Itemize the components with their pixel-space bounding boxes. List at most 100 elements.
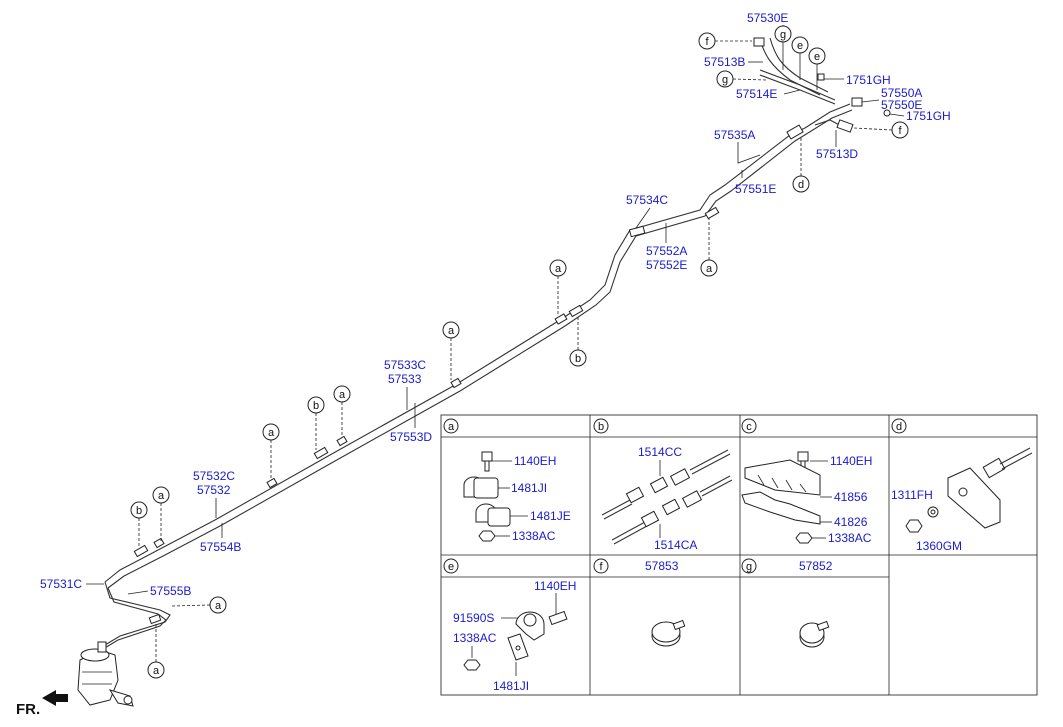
part-label-1751gh-b: 1751GH	[906, 109, 951, 123]
front-direction-indicator: FR.	[16, 690, 68, 718]
part-label-57550a: 57550A	[881, 86, 922, 100]
callout-a-57552: a	[700, 218, 718, 277]
part-label-57555b: 57555B	[150, 584, 191, 598]
panel-d-part-1311fh: 1311FH	[891, 488, 933, 502]
detail-panels: a 1140EH 1481JI 1481JE 1338AC b 1514CC	[440, 414, 1038, 696]
callout-b-lower: b	[130, 501, 148, 548]
svg-text:f: f	[705, 36, 709, 48]
panel-g-parts: 57852	[799, 559, 833, 648]
svg-text:a: a	[706, 263, 713, 275]
svg-text:g: g	[746, 561, 752, 573]
svg-text:e: e	[448, 561, 454, 573]
part-label-57550e: 57550E	[881, 98, 922, 112]
svg-text:f: f	[599, 561, 603, 573]
svg-text:e: e	[814, 51, 820, 63]
callout-a-bottom1: a	[171, 596, 227, 614]
part-label-57551e: 57551E	[735, 182, 776, 196]
panel-e-part-1481ji: 1481JI	[493, 679, 529, 693]
callout-b-upper: b	[569, 316, 587, 367]
panel-f-part-57853: 57853	[645, 559, 679, 573]
panel-e-parts: 1140EH 91590S 1338AC 1481JI	[453, 579, 576, 693]
svg-text:a: a	[215, 600, 222, 612]
panel-a-part-1338ac: 1338AC	[512, 529, 556, 543]
part-label-57552a: 57552A	[646, 244, 687, 258]
panel-a-part-1140eh: 1140EH	[514, 454, 556, 468]
svg-text:a: a	[555, 263, 562, 275]
callout-a-lower2: a	[152, 486, 170, 541]
callout-e-right: e	[808, 47, 826, 90]
panel-b-parts: 1514CC 1514CA	[601, 445, 733, 552]
panel-e-part-1338ac: 1338AC	[453, 631, 497, 645]
panel-d-header: d	[891, 418, 907, 434]
master-cylinder	[77, 641, 134, 707]
part-label-57534c: 57534C	[626, 193, 668, 207]
panel-b-part-1514ca: 1514CA	[654, 538, 697, 552]
callout-f-top: f	[698, 32, 752, 50]
front-label: FR.	[16, 701, 40, 718]
callout-f-right: f	[853, 121, 909, 139]
svg-text:e: e	[797, 40, 803, 52]
flex-hoses	[753, 37, 891, 117]
panel-e-header: e	[443, 558, 459, 574]
part-label-57531c: 57531C	[40, 577, 82, 591]
panel-c-part-1338ac: 1338AC	[828, 531, 872, 545]
panel-a-part-1481ji: 1481JI	[511, 481, 547, 495]
part-label-57532: 57532	[197, 483, 231, 497]
part-label-1751gh-a: 1751GH	[846, 73, 891, 87]
callout-g-left: g	[716, 70, 767, 88]
panel-c-header: c	[741, 418, 757, 434]
part-label-57554b: 57554B	[200, 540, 241, 554]
brake-pipe-assembly	[97, 97, 863, 653]
part-label-57552e: 57552E	[646, 258, 687, 272]
svg-text:f: f	[898, 125, 902, 137]
panel-b-header: b	[593, 418, 609, 434]
panel-c-parts: 1140EH 41856 41826 1338AC	[741, 451, 872, 545]
part-label-57530e: 57530E	[747, 11, 788, 25]
svg-text:a: a	[268, 427, 275, 439]
svg-text:a: a	[158, 490, 165, 502]
callout-d: d	[792, 138, 810, 193]
panel-e-part-1140eh: 1140EH	[534, 579, 576, 593]
part-label-57514e: 57514E	[736, 87, 777, 101]
svg-text:b: b	[313, 400, 319, 412]
part-label-57533c: 57533C	[384, 358, 426, 372]
panel-c-part-41826: 41826	[834, 515, 868, 529]
callout-a-mid2: a	[333, 385, 351, 438]
part-labels: 57530E 57513B 1751GH 57514E 57550A 57550…	[40, 11, 951, 598]
panel-c-part-1140eh: 1140EH	[830, 454, 872, 468]
svg-text:g: g	[722, 74, 728, 86]
panel-a-parts: 1140EH 1481JI 1481JE 1338AC	[463, 451, 571, 543]
panel-a-header: a	[443, 418, 459, 434]
panel-f-parts: 57853	[645, 559, 686, 647]
svg-text:g: g	[780, 29, 786, 41]
panel-d-parts: 1311FH 1360GM	[891, 447, 1033, 553]
svg-text:a: a	[448, 325, 455, 337]
panel-e-part-91590s: 91590S	[453, 611, 494, 625]
callout-a-upper: a	[549, 259, 567, 314]
part-label-57513b: 57513B	[704, 55, 745, 69]
part-label-57513d: 57513D	[816, 147, 858, 161]
svg-text:a: a	[153, 665, 160, 677]
svg-text:b: b	[136, 505, 142, 517]
callout-a-bottom2: a	[147, 622, 165, 679]
callout-b-mid: b	[307, 396, 325, 450]
svg-text:d: d	[798, 179, 804, 191]
svg-text:d: d	[896, 421, 902, 433]
svg-text:a: a	[448, 421, 455, 433]
svg-text:b: b	[575, 353, 581, 365]
callout-a-lower: a	[262, 423, 280, 480]
callout-a-mid: a	[442, 321, 460, 380]
svg-text:a: a	[339, 389, 346, 401]
panel-b-part-1514cc: 1514CC	[638, 445, 682, 459]
part-label-57553d: 57553D	[390, 430, 432, 444]
panel-c-part-41856: 41856	[834, 490, 868, 504]
callout-g-top: g	[774, 25, 792, 43]
callout-e-top: e	[791, 36, 809, 80]
panel-d-part-1360gm: 1360GM	[916, 539, 962, 553]
part-label-57533: 57533	[388, 372, 422, 386]
panel-g-part-57852: 57852	[799, 559, 833, 573]
panel-f-header: f	[593, 558, 609, 574]
part-label-57532c: 57532C	[193, 469, 235, 483]
panel-a-part-1481je: 1481JE	[530, 509, 571, 523]
